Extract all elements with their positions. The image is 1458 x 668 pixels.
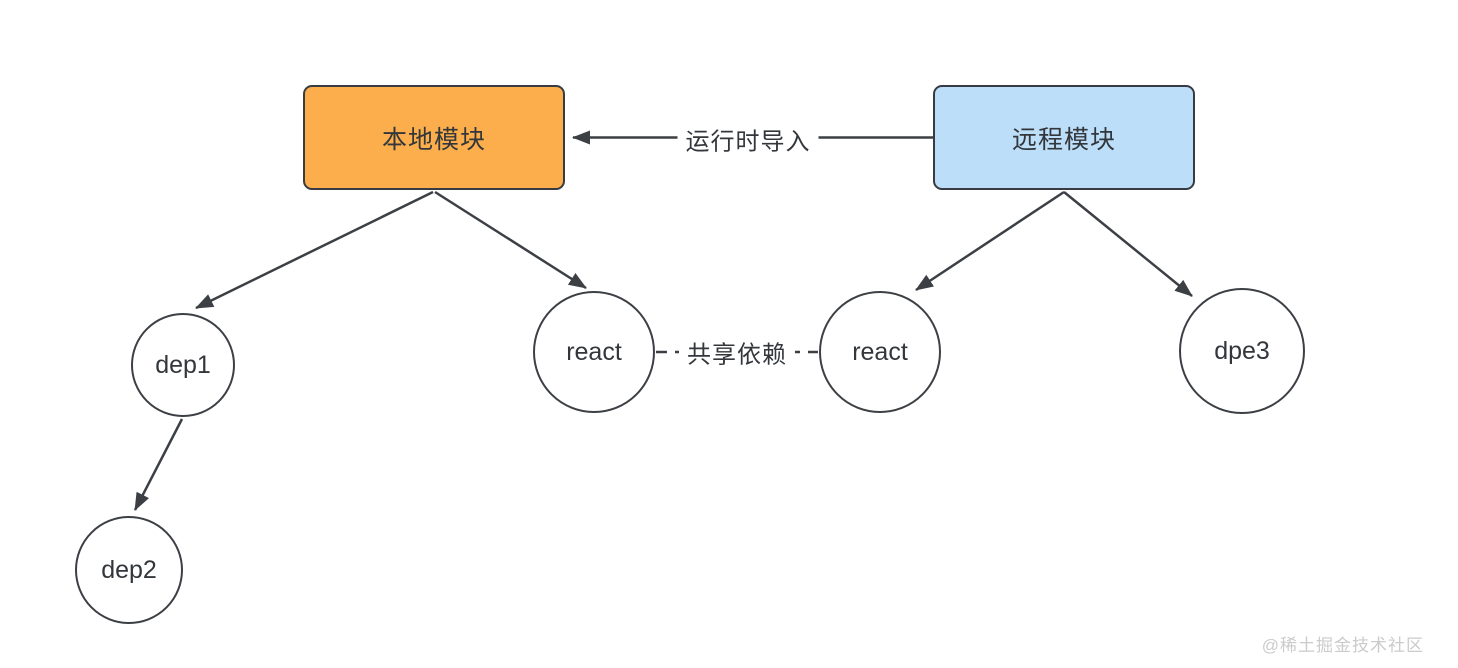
edge-dep1-to-dep2: [133, 418, 184, 511]
node-local-module: 本地模块: [303, 85, 565, 190]
edge-remote-to-react: [915, 190, 1065, 292]
watermark: @稀土掘金技术社区: [1261, 636, 1424, 655]
edge-local-to-dep1: [195, 190, 434, 310]
node-dpe3: dpe3: [1179, 288, 1305, 414]
edge-local-to-react: [434, 190, 587, 290]
dpe3-label: dpe3: [1214, 336, 1270, 365]
edge-remote-to-dpe3: [1063, 191, 1193, 297]
node-react-local: react: [533, 291, 655, 413]
dep2-label: dep2: [101, 555, 157, 584]
edge-label-runtime-import: 运行时导入: [677, 119, 819, 159]
edge-label-shared-dependency: 共享依赖: [679, 332, 795, 372]
react-remote-label: react: [852, 337, 908, 366]
node-dep2: dep2: [75, 516, 183, 624]
react-local-label: react: [566, 337, 622, 366]
node-react-remote: react: [819, 291, 941, 413]
node-remote-module: 远程模块: [933, 85, 1195, 190]
node-dep1: dep1: [131, 313, 235, 417]
dep1-label: dep1: [155, 350, 211, 379]
local-module-label: 本地模块: [381, 125, 486, 154]
remote-module-label: 远程模块: [1011, 125, 1116, 154]
